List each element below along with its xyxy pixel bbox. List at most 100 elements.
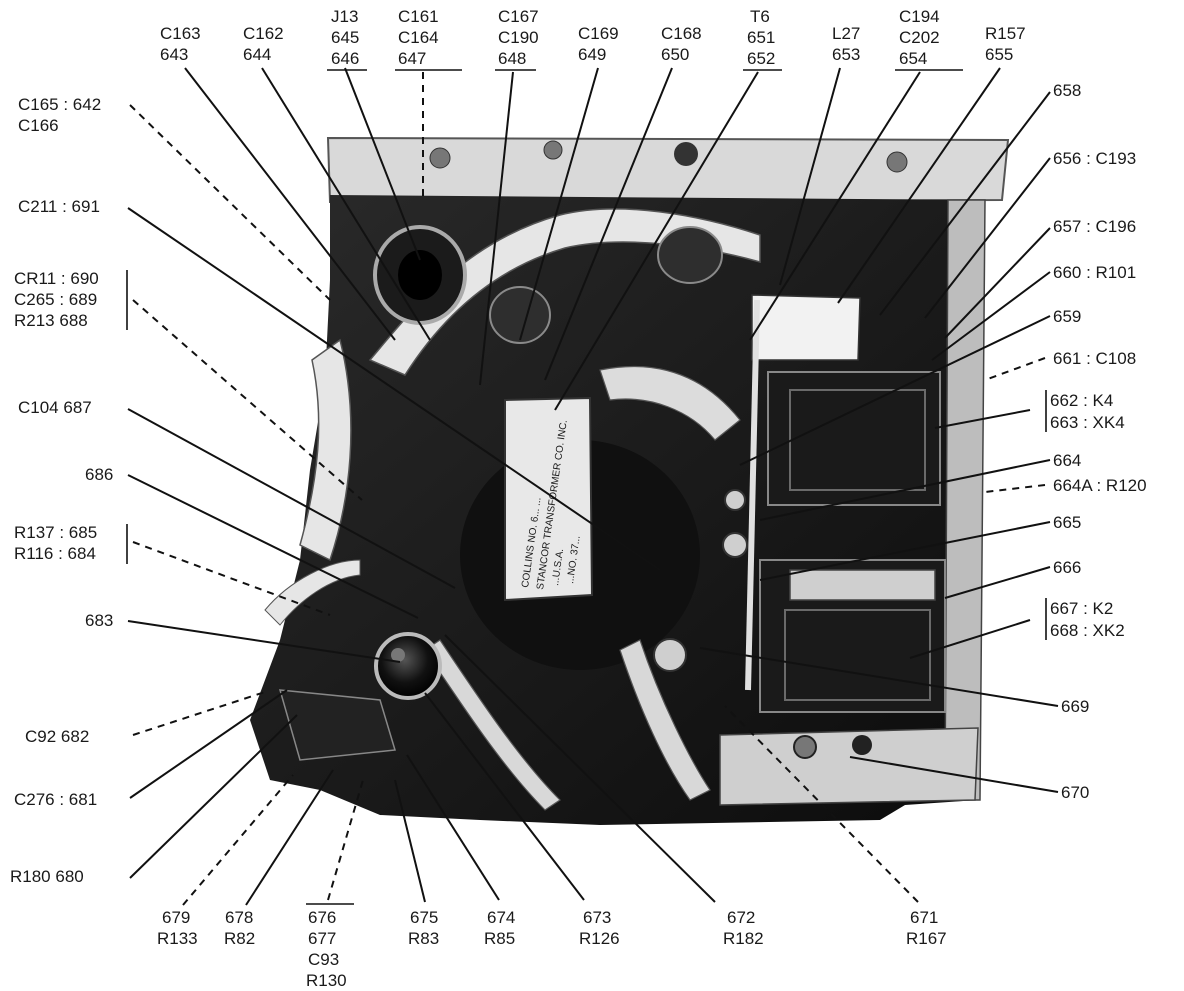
callout-label: 673 — [583, 908, 611, 927]
callout-label: C93 — [308, 950, 339, 969]
leader-line — [837, 67, 1001, 304]
callout-label: R182 — [723, 929, 764, 948]
leader-line — [544, 67, 673, 381]
callout-label: 657 : C196 — [1053, 217, 1136, 236]
leader-line — [127, 207, 661, 571]
connector-j13-inner — [398, 250, 442, 300]
leader-line — [699, 647, 1059, 707]
callout-label: C164 — [398, 28, 439, 47]
leader-line — [261, 67, 431, 341]
callout-label: R126 — [579, 929, 620, 948]
callout-label: 670 — [1061, 783, 1089, 802]
relay-k2-coil — [789, 569, 936, 601]
leader-line — [739, 315, 1051, 466]
callout-label: 647 — [398, 49, 426, 68]
mounting-screw — [793, 735, 817, 759]
callout-label: 668 : XK2 — [1050, 621, 1125, 640]
leader-line — [129, 689, 288, 799]
right-frame-panel — [944, 199, 986, 801]
leader-line — [554, 71, 759, 411]
leader-line-dashed — [182, 774, 294, 906]
leader-line — [519, 67, 599, 341]
callout-label: 653 — [832, 45, 860, 64]
leader-line — [424, 692, 585, 901]
callout-label: C104 687 — [18, 398, 92, 417]
callout-label: 651 — [747, 28, 775, 47]
transformer-t6: COLLINS NO. 6... ... STANCOR TRANSFORMER… — [460, 396, 700, 670]
callout-label: 643 — [160, 45, 188, 64]
callout-label: C265 : 689 — [14, 290, 97, 309]
leader-line — [344, 67, 421, 261]
white-wire-left — [264, 559, 361, 626]
callout-label: C202 — [899, 28, 940, 47]
callout-label: C161 — [398, 7, 439, 26]
callout-label: C162 — [243, 24, 284, 43]
callout-label: 686 — [85, 465, 113, 484]
top-mounting-plate — [326, 136, 1010, 204]
leader-line — [849, 756, 1059, 793]
callout-label: CR11 : 690 — [14, 269, 99, 288]
callout-label: C165 : 642 — [18, 95, 101, 114]
leader-line — [759, 459, 1051, 521]
callout-label: 666 — [1053, 558, 1081, 577]
callout-label: 664A : R120 — [1053, 476, 1147, 495]
leader-line — [406, 754, 500, 901]
leader-line-dashed — [724, 705, 919, 903]
callout-label: 672 — [727, 908, 755, 927]
leader-line — [394, 779, 426, 903]
callout-label: R157 — [985, 24, 1026, 43]
leader-line-dashed — [132, 541, 331, 616]
wiring-lower — [619, 639, 711, 801]
callout-label: 645 — [331, 28, 359, 47]
leader-lines — [127, 67, 1059, 906]
callout-label: 652 — [747, 49, 775, 68]
terminal-lug — [722, 532, 748, 558]
callout-label: 644 — [243, 45, 271, 64]
callout-label: R83 — [408, 929, 439, 948]
leader-line — [779, 67, 841, 286]
callout-label: 660 : R101 — [1053, 263, 1136, 282]
leader-line — [924, 157, 1051, 319]
plate-screw — [543, 140, 563, 160]
leader-line-dashed — [132, 299, 363, 501]
callout-label: 671 — [910, 908, 938, 927]
callout-label: 679 — [162, 908, 190, 927]
callout-label: 649 — [578, 45, 606, 64]
leader-line-dashed — [132, 691, 266, 736]
callout-label: R133 — [157, 929, 198, 948]
callout-label: 658 — [1053, 81, 1081, 100]
callout-label: R82 — [224, 929, 255, 948]
callout-label: 675 — [410, 908, 438, 927]
callout-label: 646 — [331, 49, 359, 68]
callout-label: 661 : C108 — [1053, 349, 1136, 368]
callout-label: C169 — [578, 24, 619, 43]
callout-label: C276 : 681 — [14, 790, 97, 809]
leader-line — [184, 67, 396, 341]
resistor-cluster — [278, 689, 396, 761]
callout-label: 664 — [1053, 451, 1081, 470]
terminal-lug — [724, 489, 746, 511]
leader-line — [879, 91, 1051, 316]
leader-line — [909, 619, 1031, 659]
leader-line — [127, 620, 401, 663]
callout-label: 683 — [85, 611, 113, 630]
callout-label: R137 : 685 — [14, 523, 97, 542]
callout-label: C211 : 691 — [18, 197, 100, 216]
callout-labels: C163 643 C162 644 J13 645 646 C161 C164 … — [10, 7, 1147, 990]
support-rod — [745, 299, 760, 691]
mounting-nut — [852, 735, 872, 755]
leader-line — [129, 714, 298, 879]
leader-line-dashed — [984, 357, 1046, 381]
leader-line-dashed — [984, 484, 1046, 493]
callout-label: L27 — [832, 24, 860, 43]
callout-label: 659 — [1053, 307, 1081, 326]
pilot-lamp — [374, 632, 442, 700]
transformer-marking-line: ...U.S.A. — [550, 548, 566, 586]
leader-line — [127, 408, 456, 589]
cable-bundle-right — [599, 365, 741, 441]
callout-label: 663 : XK4 — [1050, 413, 1125, 432]
callout-label: R180 680 — [10, 867, 84, 886]
callout-label: R213 688 — [14, 311, 88, 330]
callout-label: 665 — [1053, 513, 1081, 532]
